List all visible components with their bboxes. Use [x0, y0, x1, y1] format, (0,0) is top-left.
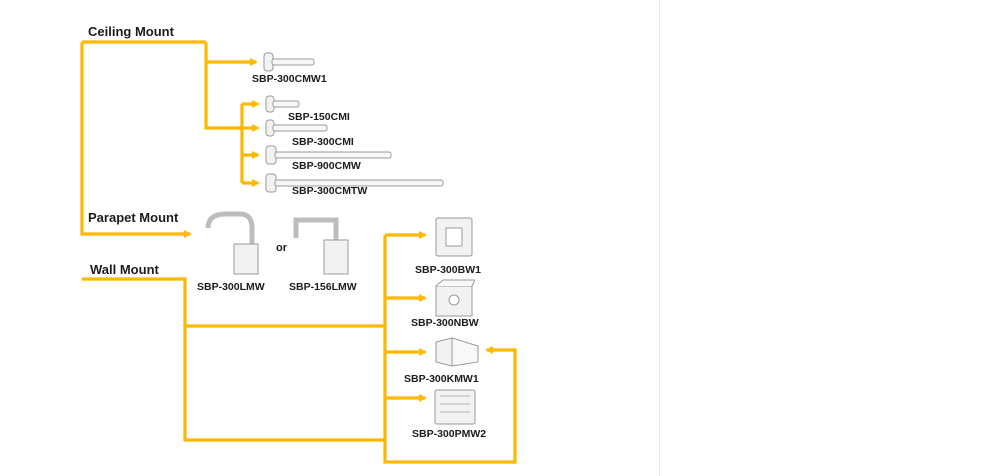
ceiling-pole-icon [265, 173, 444, 193]
box-icon [435, 279, 475, 317]
pole-box-icon [434, 389, 476, 425]
model-sbp-300bw1: SBP-300BW1 [415, 264, 481, 276]
ceiling-pole-icon [263, 52, 315, 72]
corner-mount-icon [435, 337, 479, 367]
model-sbp-156lmw: SBP-156LMW [289, 281, 357, 293]
return-loop-line [383, 346, 517, 464]
model-sbp-300cmw1: SBP-300CMW1 [252, 73, 327, 85]
model-sbp-300cmtw: SBP-300CMTW [292, 185, 368, 197]
diagram-panel: Ceiling Mount Parapet Mount Wall Mount S… [80, 0, 660, 476]
wall-bracket-icon [435, 217, 473, 257]
model-sbp-900cmw: SBP-900CMW [292, 160, 361, 172]
wall-start-line [82, 277, 385, 442]
model-sbp-150cmi: SBP-150CMI [288, 111, 350, 123]
or-separator: or [276, 242, 287, 254]
parapet-arm-icon [293, 217, 349, 275]
ceiling-pole-icon [265, 119, 328, 137]
model-sbp-300kmw1: SBP-300KMW1 [404, 373, 479, 385]
model-sbp-300cmi: SBP-300CMI [292, 136, 354, 148]
ceiling-pole-icon [265, 145, 392, 165]
model-sbp-300nbw: SBP-300NBW [411, 317, 479, 329]
ceiling-branch-line [204, 42, 242, 130]
model-sbp-300lmw: SBP-300LMW [197, 281, 265, 293]
wall-mount-title: Wall Mount [90, 262, 159, 277]
ceiling-mount-title: Ceiling Mount [88, 24, 174, 39]
parapet-mount-title: Parapet Mount [88, 210, 179, 225]
ceiling-pole-icon [265, 95, 300, 113]
connector-lines [80, 40, 517, 464]
ceiling-trunk-line [80, 42, 192, 238]
parapet-arm-icon [205, 211, 259, 275]
model-sbp-300pmw2: SBP-300PMW2 [412, 428, 487, 440]
